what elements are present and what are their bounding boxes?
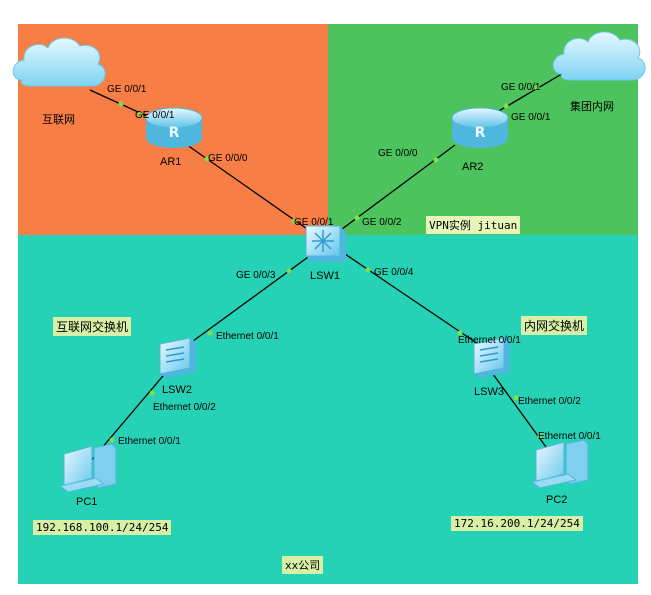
- company-tag: xx公司: [282, 556, 324, 574]
- port-dot: [513, 395, 519, 401]
- ar2-router-icon[interactable]: R: [451, 107, 509, 148]
- pc1-label: PC1: [76, 496, 97, 508]
- port-dot: [433, 157, 439, 163]
- port-dot: [286, 268, 292, 274]
- port-label-lsw1-ge002: GE 0/0/2: [362, 217, 402, 228]
- port-dot: [457, 330, 463, 336]
- vpn-instance-tag: VPN实例 jituan: [426, 216, 521, 234]
- link-ar1-lsw1: [179, 139, 321, 239]
- lsw1-label: LSW1: [310, 270, 340, 282]
- port-label-lsw2-eth002: Ethernet 0/0/2: [153, 402, 216, 413]
- lsw3-switch-icon[interactable]: [473, 337, 510, 378]
- port-label-lsw3-eth001: Ethernet 0/0/1: [458, 335, 521, 346]
- port-label-lsw1-ge001: GE 0/0/1: [294, 217, 334, 228]
- ar2-label: AR2: [462, 161, 483, 173]
- port-label-lsw1-ge004: GE 0/0/4: [374, 267, 414, 278]
- lsw2-name-tag: 互联网交换机: [53, 317, 132, 336]
- svg-text:R: R: [169, 125, 180, 141]
- port-label-ar1-ge001: GE 0/0/1: [135, 110, 175, 121]
- internet-cloud-icon[interactable]: [12, 37, 106, 87]
- lsw1-switch-icon[interactable]: [305, 225, 346, 262]
- port-dot: [503, 103, 509, 109]
- port-dot: [537, 433, 543, 439]
- intranet-cloud-icon[interactable]: [552, 31, 646, 81]
- port-label-lsw3-eth002: Ethernet 0/0/2: [518, 396, 581, 407]
- port-dot: [207, 330, 213, 336]
- ar1-router-icon[interactable]: R: [145, 107, 203, 148]
- port-label-ar2-ge000: GE 0/0/0: [378, 148, 418, 159]
- pc2-ip-tag: 172.16.200.1/24/254: [451, 516, 583, 531]
- port-dot: [137, 111, 143, 117]
- port-label-pc1-eth001: Ethernet 0/0/1: [118, 436, 181, 447]
- port-dot: [109, 437, 115, 443]
- port-dot: [365, 267, 371, 273]
- link-lsw1-lsw2: [177, 251, 316, 353]
- links: [89, 67, 573, 463]
- port-label-pc2-eth001: Ethernet 0/0/1: [538, 431, 601, 442]
- intranet-cloud-label: 集团内网: [570, 99, 614, 113]
- pc2-label: PC2: [546, 494, 567, 506]
- port-label-cloud2-ge001: GE 0/0/1: [501, 82, 541, 93]
- port-dot: [118, 101, 124, 107]
- port-dots: [109, 85, 543, 443]
- pc1-computer-icon[interactable]: [58, 443, 117, 493]
- port-label-ar2-ge001: GE 0/0/1: [511, 112, 551, 123]
- lsw2-label: LSW2: [162, 384, 192, 396]
- port-dot: [204, 156, 210, 162]
- port-dot: [149, 390, 155, 396]
- link-lsw3-pc2: [489, 369, 555, 459]
- port-label-ar1-ge000: GE 0/0/0: [208, 153, 248, 164]
- pc1-ip-tag: 192.168.100.1/24/254: [33, 520, 172, 535]
- svg-text:R: R: [475, 125, 486, 141]
- ar1-label: AR1: [160, 156, 181, 168]
- lsw2-switch-icon[interactable]: [159, 337, 196, 378]
- lsw3-label: LSW3: [474, 386, 504, 398]
- lsw3-name-tag: 内网交换机: [521, 316, 588, 335]
- pc2-computer-icon[interactable]: [530, 439, 589, 489]
- port-label-lsw1-ge003: GE 0/0/3: [236, 270, 276, 281]
- port-label-lsw2-eth001: Ethernet 0/0/1: [216, 331, 279, 342]
- port-dot: [534, 85, 540, 91]
- port-dot: [291, 218, 297, 224]
- port-dot: [354, 215, 360, 221]
- port-label-cloud1-ge001: GE 0/0/1: [107, 84, 147, 95]
- internet-cloud-label: 互联网: [42, 113, 75, 126]
